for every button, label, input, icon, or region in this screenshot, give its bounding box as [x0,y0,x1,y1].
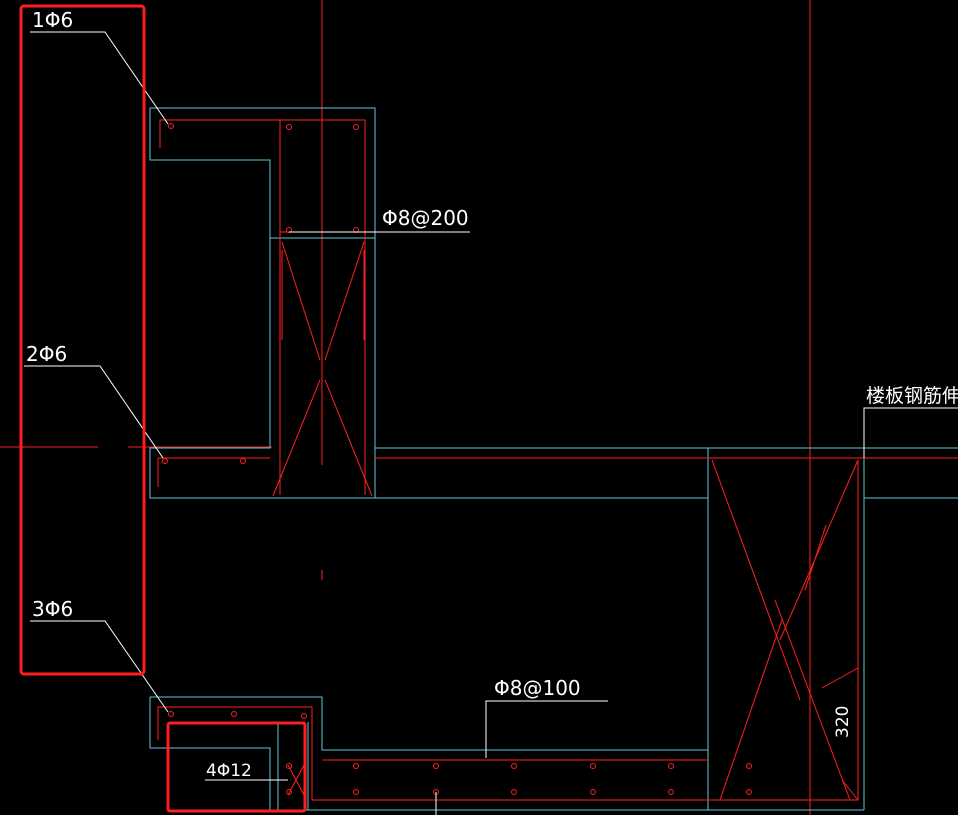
rebar-dot [286,763,292,769]
label-bar-2: 2Φ6 [26,342,67,366]
rebar-bottom-return [157,460,859,801]
highlight-box-bottom [166,721,307,813]
rebar-dots [162,123,752,795]
cross-marks [272,241,859,801]
rebar-bottom-end-hook [821,667,859,801]
rebar-dot [231,711,237,717]
label-bar-1: 1Φ6 [32,8,73,32]
bottom-return-outline [149,696,864,811]
leader-lines [24,31,958,815]
rebars [157,119,958,801]
rebar-dot [240,458,246,464]
leader-stirrup-bottom [485,700,608,758]
leader-slab-note [863,407,958,458]
rebar-dot [168,123,174,129]
rebar-dot [433,763,439,769]
rebar-dot [746,789,752,795]
leader-bar-2 [24,365,164,459]
label-stirrup-bottom: Φ8@100 [494,676,581,700]
label-stirrup-top: Φ8@200 [382,206,469,230]
axis-lines [0,0,811,815]
rebar-dot [301,713,307,719]
rebar-dot [353,763,359,769]
rebar-dot [746,763,752,769]
rebar-dot [168,711,174,717]
rebar-dot [353,789,359,795]
rebar-dot [590,789,596,795]
leader-bar-1 [30,31,169,125]
label-slab-note: 楼板钢筋伸出 [866,385,958,407]
rebar-dot [353,124,359,130]
rebar-dot [668,763,674,769]
rebar-dot [286,124,292,130]
label-bar-3: 3Φ6 [32,597,73,621]
slab-outline [375,447,958,810]
label-bar-4: 4Φ12 [206,761,252,781]
highlight-box-left [19,4,146,676]
rebar-dot [286,789,292,795]
rebar-dot [590,763,596,769]
rebar-mid-return [157,457,270,487]
rebar-top-return [159,119,366,233]
rebar-dot [511,789,517,795]
rebar-dot [162,458,168,464]
concrete-outline [149,107,958,811]
leader-bar-3 [30,620,169,713]
label-dimension: 320 [833,706,853,738]
top-return-outline [149,107,376,499]
rebar-dot [511,763,517,769]
rebar-dot [668,789,674,795]
